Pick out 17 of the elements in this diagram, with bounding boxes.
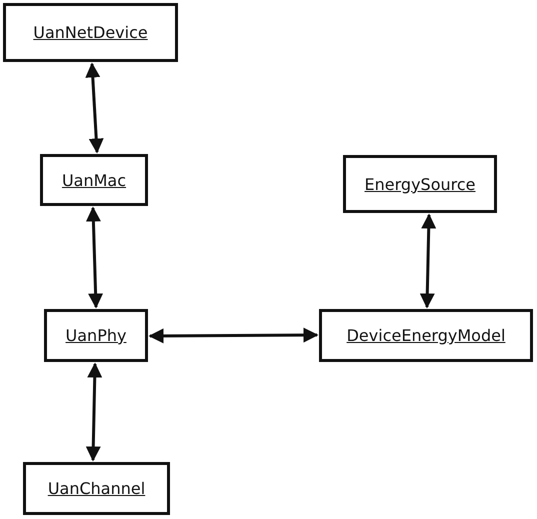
arrow	[86, 206, 104, 308]
object-name: UanChannel	[48, 479, 146, 498]
object-box	[3, 3, 178, 62]
object-name: EnergySource	[364, 174, 476, 194]
object-name: UanPhy	[66, 326, 126, 345]
object-box	[319, 309, 533, 362]
object-name: UanMac	[62, 170, 126, 190]
arrow	[86, 362, 102, 462]
object-box	[343, 155, 497, 213]
arrow	[420, 214, 436, 308]
object-box	[23, 462, 170, 515]
object-box	[44, 309, 148, 362]
arrow	[85, 62, 104, 154]
object-box	[40, 154, 148, 206]
arrow	[148, 328, 318, 344]
object-name: DeviceEnergyModel	[346, 326, 506, 345]
object-name: UanNetDevice	[33, 23, 148, 42]
